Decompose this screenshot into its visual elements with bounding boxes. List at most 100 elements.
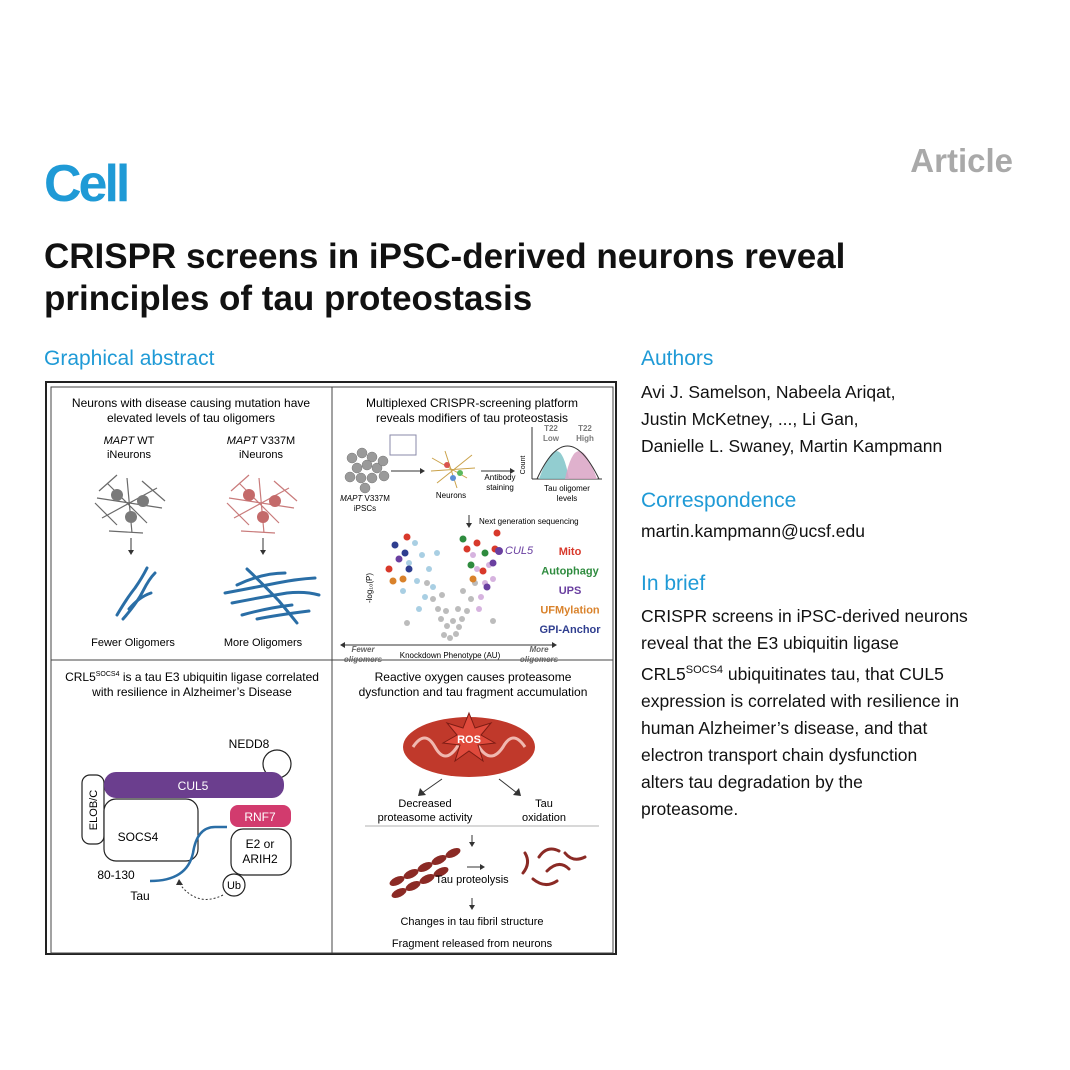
rnf7-label: RNF7	[244, 810, 276, 824]
volcano-x-arrow-right	[552, 642, 557, 648]
t22-low-label: T22	[544, 424, 558, 433]
fewer-oligomers-fibrils	[115, 566, 157, 621]
correspondence-email[interactable]: martin.kampmann@ucsf.edu	[641, 521, 865, 541]
more-oligomers-fibrils	[223, 567, 321, 625]
legend-item-ups: UPS	[559, 585, 582, 597]
tau-oxidation-label: Tau	[535, 798, 553, 810]
panel-crispr-screen: Multiplexed CRISPR-screening platform re…	[340, 396, 602, 664]
ipsc-label-2: iPSCs	[354, 504, 376, 513]
graphical-abstract-heading: Graphical abstract	[44, 347, 215, 370]
wt-neuron-network	[94, 474, 166, 534]
more-oligomers-label: More Oligomers	[224, 637, 303, 649]
graphical-abstract: Neurons with disease causing mutation ha…	[45, 381, 617, 955]
tau-fibril-segments	[389, 848, 461, 898]
tau-proteolysis-label: Tau proteolysis	[435, 874, 509, 886]
in-brief-text: CRISPR screens in iPSC-derived neurons r…	[641, 603, 968, 823]
ros-left-arrow-head	[418, 788, 426, 796]
mutant-neuron-cell	[257, 511, 269, 523]
wt-neurons-label-2: iNeurons	[107, 449, 152, 461]
sgrna-library	[389, 434, 417, 456]
in-brief-line: CRISPR screens in iPSC-derived neurons	[641, 606, 968, 626]
in-brief-line: reveal that the E3 ubiquitin ligase	[641, 633, 899, 653]
authors-heading: Authors	[641, 347, 714, 370]
fibril-structure-label: Changes in tau fibril structure	[400, 916, 543, 928]
neuron-body	[457, 470, 463, 476]
tau-strand	[149, 825, 227, 883]
neurons-label: Neurons	[436, 491, 466, 500]
rnf7-box	[230, 805, 291, 827]
cul5-point-label: CUL5	[505, 545, 534, 557]
authors-line: Avi J. Samelson, Nabeela Ariqat,	[641, 382, 896, 402]
panel-crl5-ligase: CRL5SOCS4 is a tau E3 ubiquitin ligase c…	[65, 670, 319, 903]
in-brief-line: human Alzheimer’s disease, and that	[641, 717, 928, 738]
volcano-y-label: -log₁₀(P)	[365, 573, 374, 603]
fewer-oligomers-axis-label: Fewer	[351, 645, 375, 654]
panel-neurons: Neurons with disease causing mutation ha…	[72, 396, 321, 649]
in-brief-line: CRL5SOCS4 ubiquitinates tau, that CUL5	[641, 663, 944, 684]
ngs-label: Next generation sequencing	[479, 517, 579, 526]
wt-neurons-label: MAPT WT	[104, 435, 155, 447]
article-type-label: Article	[910, 142, 1013, 179]
panel1-heading-2: elevated levels of tau oligomers	[107, 411, 275, 425]
legend-item-gpi-anchor: GPI-Anchor	[539, 624, 601, 636]
volcano-x-label: Knockdown Phenotype (AU)	[400, 651, 501, 660]
fragment-arrow-head	[480, 864, 485, 870]
nedd8-label: NEDD8	[229, 737, 270, 751]
mutant-neuron-cell	[243, 489, 255, 501]
tau-fragments	[521, 847, 587, 886]
fibril-down-arrow-head	[469, 905, 475, 910]
tau-range-label: 80-130	[97, 868, 135, 882]
correspondence-heading: Correspondence	[641, 489, 797, 512]
panel-ros: Reactive oxygen causes proteasome dysfun…	[359, 670, 599, 950]
e2-label: E2 or	[246, 837, 275, 851]
socs4-box	[103, 798, 199, 862]
t22-low-label-2: Low	[543, 434, 560, 443]
ubiquitin-circle	[222, 873, 246, 897]
e2-arih2-box	[230, 828, 292, 876]
more-oligomers-axis-label-2: oligomers	[520, 655, 559, 664]
legend-item-autophagy: Autophagy	[541, 566, 599, 578]
mutant-neurons-label-2: iNeurons	[239, 449, 284, 461]
mutant-neuron-network	[226, 474, 298, 534]
ipsc-to-neuron-arrow-head	[420, 468, 425, 474]
authors-line: Danielle L. Swaney, Martin Kampmann	[641, 436, 943, 456]
ros-left-arrow	[421, 778, 443, 794]
in-brief-line: proteasome.	[641, 798, 739, 819]
article-title: CRISPR screens in iPSC-derived neurons r…	[44, 236, 1034, 320]
graphical-abstract-figure: Neurons with disease causing mutation ha…	[50, 386, 614, 954]
ubiquitin-transfer-arrow	[178, 882, 224, 900]
mutant-neuron-cell	[269, 495, 281, 507]
proteolysis-down-arrow-head	[469, 842, 475, 847]
panel3-heading-1: CRL5SOCS4 is a tau E3 ubiquitin ligase c…	[65, 670, 319, 684]
mutant-neurons-label: MAPT V337M	[227, 435, 295, 447]
tau-oligomer-label-2: levels	[557, 494, 577, 503]
fewer-oligomers-axis-label-2: oligomers	[344, 655, 383, 664]
decreased-label: Decreased	[398, 798, 451, 810]
tau-label: Tau	[130, 889, 149, 903]
neuron-body	[444, 462, 450, 468]
volcano-points-light-blue	[400, 540, 440, 612]
neuron-culture	[430, 450, 476, 489]
fragment-released-label: Fragment released from neurons	[392, 938, 553, 950]
tau-oligomer-label: Tau oligomer	[544, 484, 590, 493]
wt-neuron-cell	[137, 495, 149, 507]
ubiquitin-label: Ub	[227, 880, 241, 892]
wt-arrow-head	[128, 550, 134, 555]
t22-high-label: T22	[578, 424, 592, 433]
ngs-arrow-head	[466, 523, 472, 528]
socs4-label: SOCS4	[118, 830, 159, 844]
proteasome-activity-label: proteasome activity	[378, 812, 473, 824]
antibody-label: Antibody	[484, 473, 515, 482]
t22-high-label-2: High	[576, 434, 594, 443]
wt-neuron-cell	[125, 511, 137, 523]
ros-label: ROS	[457, 734, 481, 746]
volcano-x-arrow-left	[340, 642, 345, 648]
volcano-points-highlighted	[385, 529, 501, 591]
neuron-to-staining-arrow-head	[510, 468, 515, 474]
in-brief-line: alters tau degradation by the	[641, 771, 863, 792]
t22-high-gate	[565, 451, 597, 479]
in-brief-line: expression is correlated with resilience…	[641, 690, 960, 711]
title-line-1: CRISPR screens in iPSC-derived neurons r…	[44, 237, 846, 276]
authors-list: Avi J. Samelson, Nabeela Ariqat, Justin …	[641, 379, 942, 460]
